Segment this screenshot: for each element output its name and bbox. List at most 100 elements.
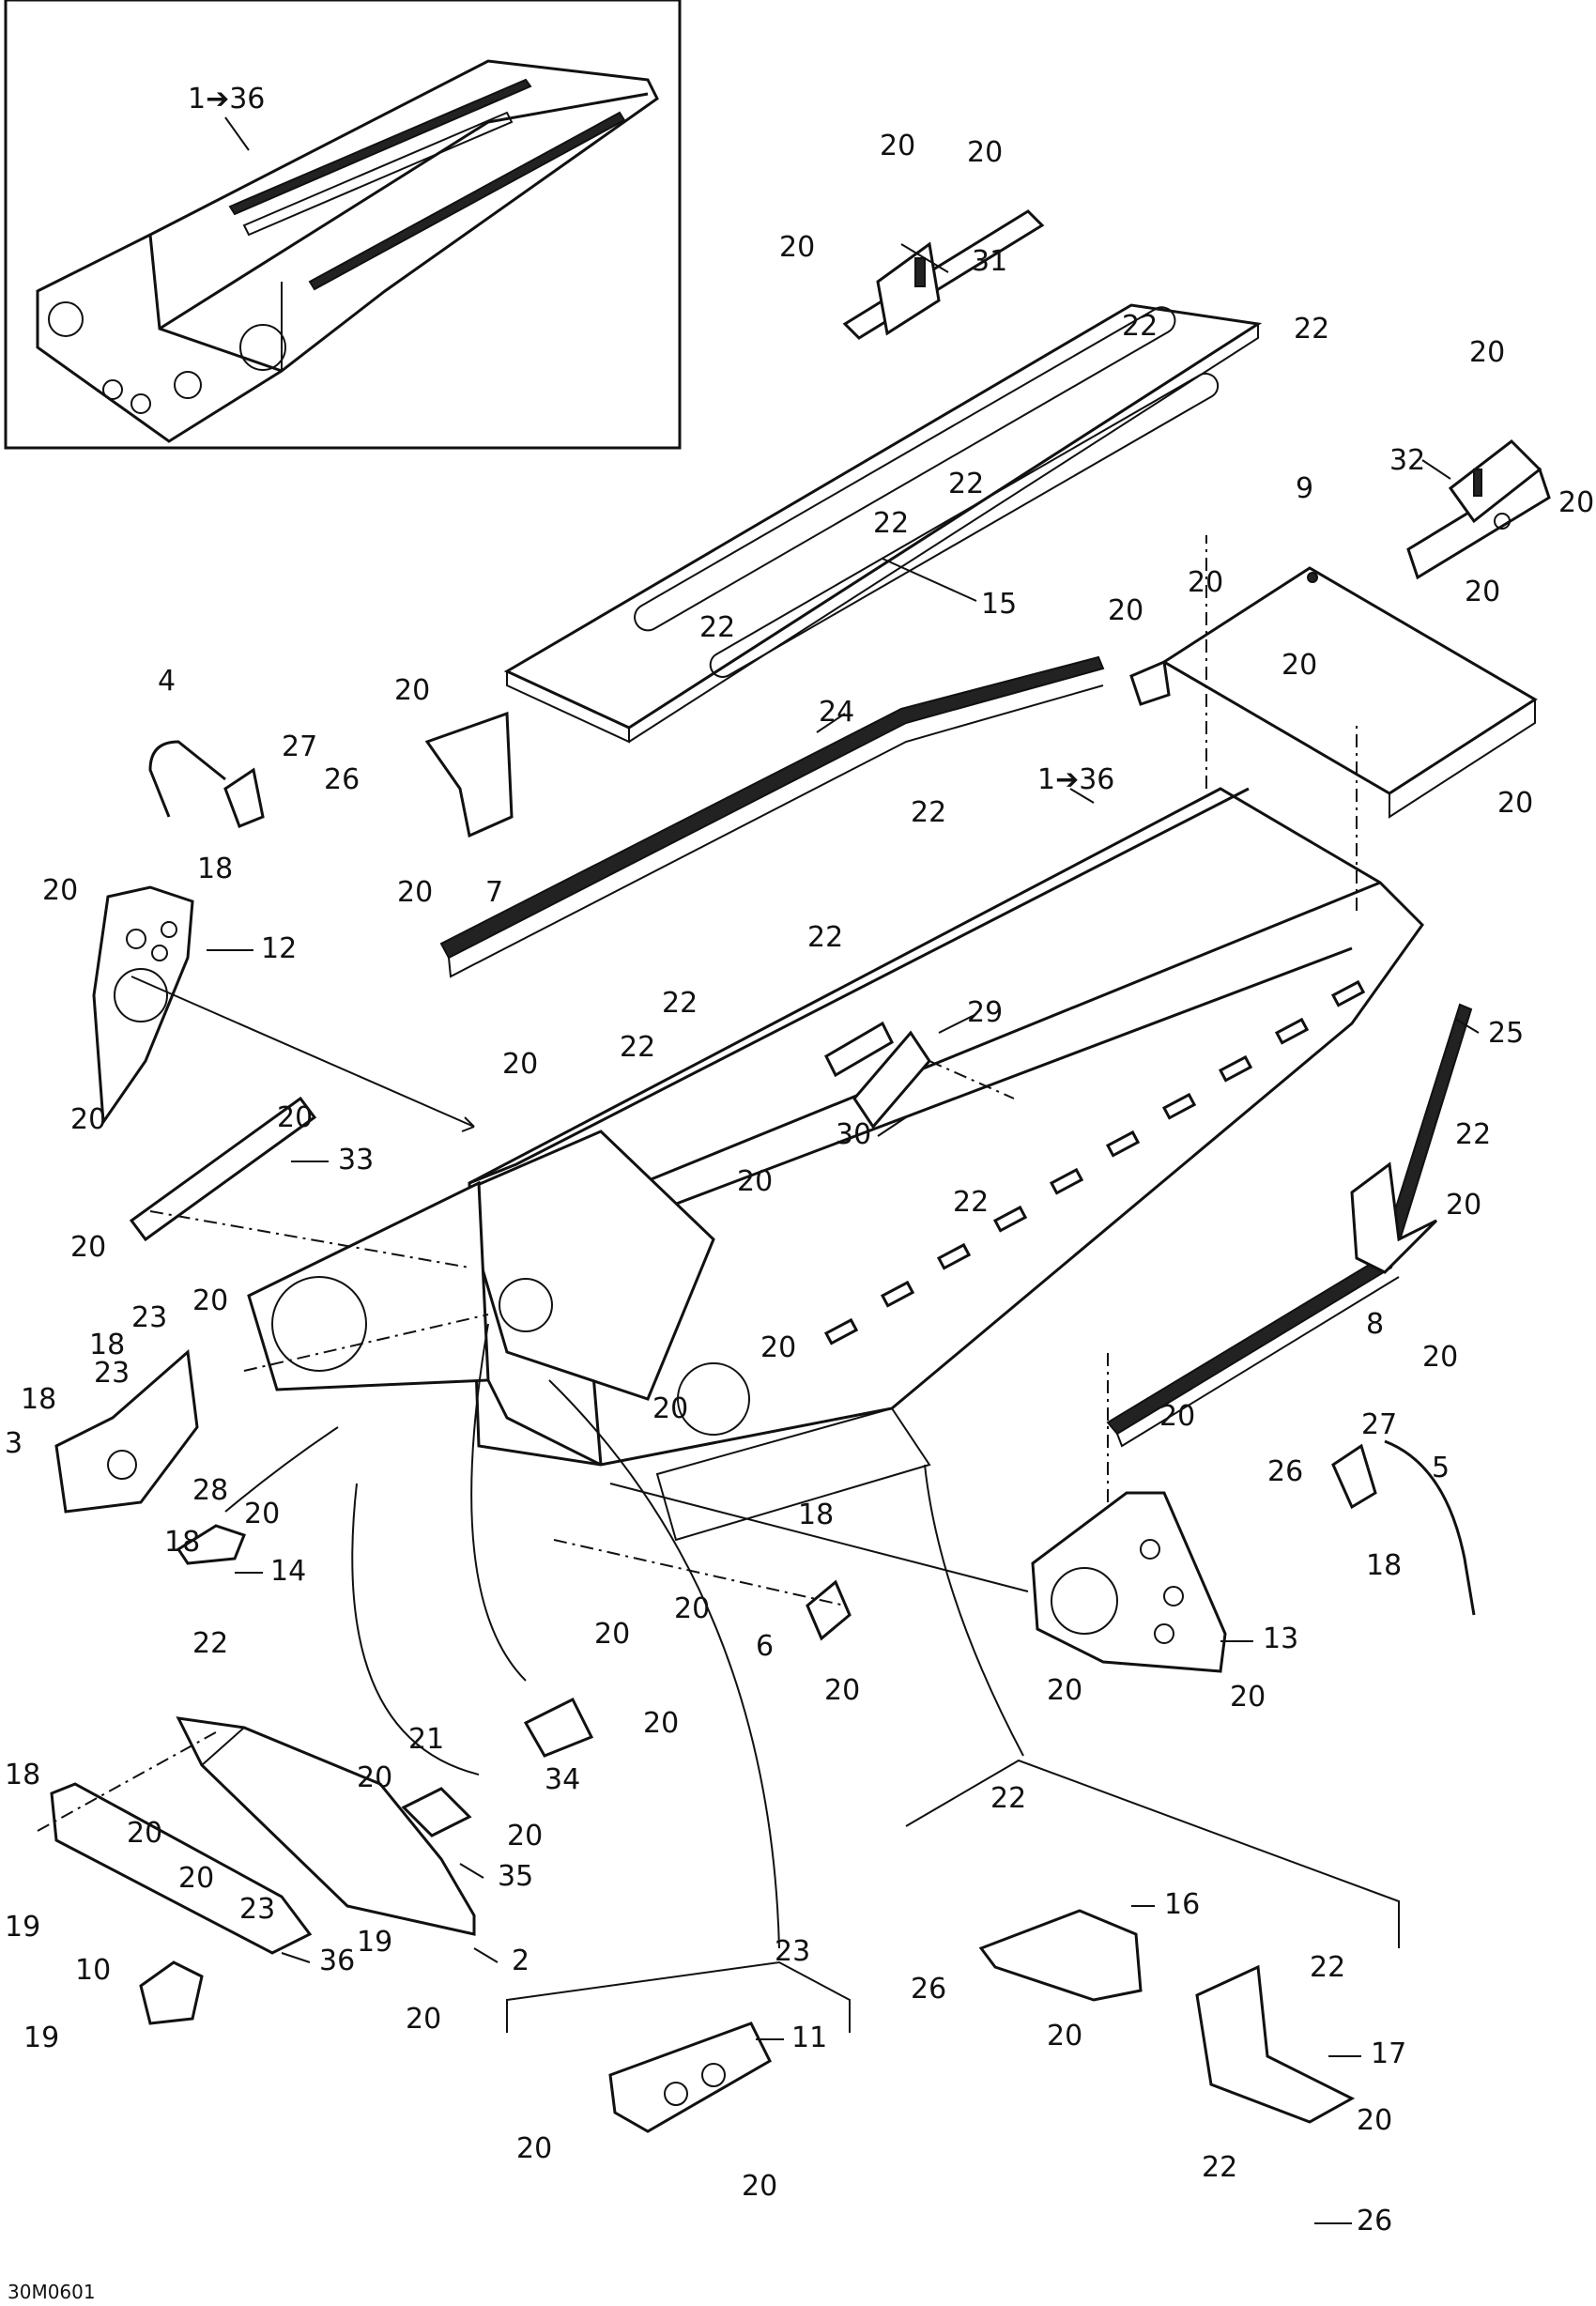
callout-23-b: 23 (94, 1357, 130, 1390)
callout-27-left: 27 (282, 730, 317, 763)
inset-assembly-view: 1➔36 (4, 0, 682, 450)
callout-28: 28 (192, 1474, 228, 1507)
callout-23-d: 23 (775, 1935, 810, 1968)
callout-30: 30 (836, 1118, 871, 1151)
callout-20-x: 20 (244, 1498, 280, 1530)
part-2-bumper (176, 1716, 476, 1936)
callout-27-right: 27 (1361, 1408, 1397, 1441)
callout-20-af: 20 (357, 1761, 392, 1794)
callout-20-z: 20 (674, 1592, 710, 1625)
callout-20-al: 20 (742, 2170, 777, 2203)
callout-22-c: 22 (873, 507, 909, 540)
callout-20-aj: 20 (406, 2003, 441, 2036)
callout-20-w: 20 (652, 1392, 688, 1425)
callout-22-g: 22 (807, 921, 843, 954)
callout-20-n: 20 (1497, 787, 1533, 820)
callout-31: 31 (972, 245, 1007, 278)
part-24-rail-slide-left (439, 655, 1105, 978)
callout-18-e: 18 (1366, 1549, 1402, 1582)
callout-19-a: 19 (5, 1911, 40, 1944)
callout-10: 10 (75, 1954, 111, 1987)
part-14-plate (176, 1524, 246, 1565)
callout-34: 34 (545, 1763, 580, 1796)
callout-20-r: 20 (70, 1231, 106, 1264)
callout-20-ag: 20 (507, 1820, 543, 1852)
callout-22-l: 22 (192, 1627, 228, 1660)
callout-18-c: 18 (21, 1383, 56, 1416)
callout-22-n: 22 (1310, 1951, 1345, 1984)
callout-20-d: 20 (397, 876, 433, 909)
callout-18-b: 18 (89, 1329, 125, 1361)
part-12-side-plate-left (92, 885, 194, 1127)
callout-22-d: 22 (948, 468, 984, 500)
callout-23-a: 23 (131, 1301, 167, 1334)
callout-20-q: 20 (277, 1101, 313, 1134)
diagram-code: 30M0601 (8, 2281, 96, 2303)
detail-box-16-17 (905, 1759, 1400, 2124)
callout-19-c: 19 (23, 2022, 59, 2054)
part-3-front-bracket (54, 1349, 199, 1514)
callout-2: 2 (512, 1945, 529, 1977)
callout-26-b: 26 (911, 1973, 946, 2006)
callout-22-j: 22 (1455, 1118, 1491, 1151)
callout-18-a: 18 (197, 853, 233, 885)
part-34-bracket (523, 1697, 594, 1758)
part-8-bracket (1350, 1161, 1438, 1274)
callout-20-g: 20 (779, 231, 815, 264)
callout-20-an: 20 (1357, 2104, 1392, 2137)
main-tunnel-frame (247, 787, 1424, 1542)
callout-22-a: 22 (911, 796, 946, 829)
callout-14: 14 (270, 1555, 306, 1588)
callout-20-ab: 20 (824, 1674, 860, 1707)
part-35-bracket (401, 1787, 472, 1837)
callout-19-b: 19 (357, 1926, 392, 1959)
part-4-grab-handle (148, 740, 265, 828)
callout-20-h: 20 (1469, 336, 1505, 369)
callout-24: 24 (819, 696, 854, 729)
callout-20-ak: 20 (516, 2132, 552, 2165)
callout-18-d: 18 (164, 1526, 200, 1559)
callout-20-m: 20 (1281, 649, 1317, 682)
callout-6: 6 (756, 1630, 774, 1663)
callout-32: 32 (1389, 444, 1425, 477)
callout-12: 12 (261, 932, 297, 965)
callout-20-l: 20 (1108, 594, 1143, 627)
part-32-bracket (1406, 439, 1551, 580)
callout-20-ad: 20 (1230, 1681, 1266, 1714)
callout-22-b: 22 (699, 611, 735, 644)
callout-23-c: 23 (239, 1893, 275, 1926)
callout-20-a: 20 (42, 874, 78, 907)
part-9-rear-panel (1129, 566, 1538, 819)
frame-slots (823, 979, 1366, 1345)
callout-20-o: 20 (502, 1048, 538, 1081)
part-10-plate (139, 1960, 204, 2025)
callout-20-c: 20 (394, 674, 430, 707)
callout-22-h: 22 (662, 987, 698, 1020)
part-13-side-plate-right (1031, 1491, 1227, 1673)
callout-18-g: 18 (5, 1759, 40, 1791)
callout-20-y: 20 (1159, 1400, 1195, 1433)
callout-20-e: 20 (880, 130, 915, 162)
callout-20-ai: 20 (178, 1862, 214, 1895)
callout-26-left: 26 (324, 763, 360, 796)
callout-22-i: 22 (620, 1031, 655, 1064)
alignment-lines (37, 535, 1358, 1832)
callout-20-ah: 20 (127, 1817, 162, 1850)
callout-22-k: 22 (953, 1186, 989, 1219)
callout-22-m: 22 (990, 1782, 1026, 1815)
callout-21: 21 (408, 1723, 444, 1756)
callout-11: 11 (791, 2022, 827, 2054)
callout-22-o: 22 (1202, 2151, 1237, 2184)
inset-label-group: 1➔36 (188, 83, 265, 151)
part-31-bracket (842, 209, 1045, 340)
callout-3: 3 (5, 1427, 23, 1460)
callout-36: 36 (319, 1945, 355, 1977)
callout-20-i: 20 (1558, 486, 1594, 519)
callout-22-e: 22 (1122, 310, 1158, 343)
leader-lines (207, 243, 1480, 2224)
detail-box-11 (506, 1960, 851, 2133)
callout-33: 33 (338, 1144, 374, 1176)
callout-7: 7 (485, 876, 503, 909)
inset-assembly-label: 1➔36 (188, 83, 265, 115)
